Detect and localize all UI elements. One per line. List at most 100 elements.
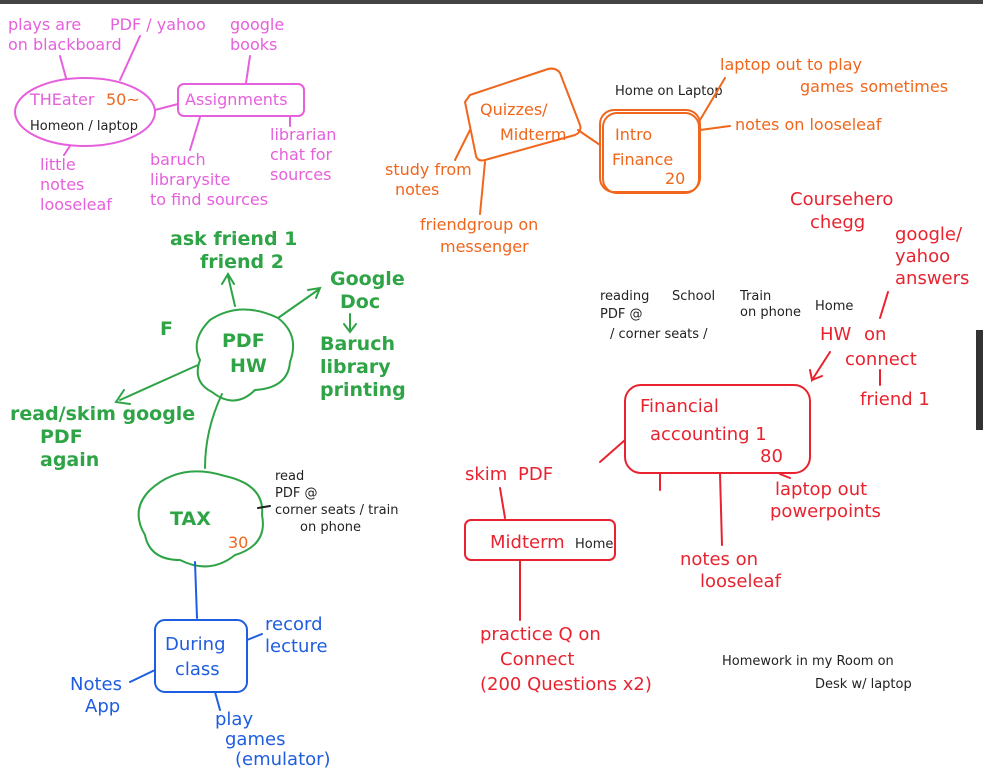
pdf-hw-branch-printing: printing [320, 379, 406, 401]
midterm-location: Home [575, 537, 613, 552]
assignments-branch-librarysite: librarysite [150, 170, 230, 189]
pdf-hw-branch-pdf: PDF [40, 426, 83, 448]
tax-note-pdf: PDF @ [275, 486, 317, 501]
tax-count: 30 [228, 533, 248, 552]
tax-node-outline [137, 470, 264, 568]
intro-finance-cluster: Intro Finance 20 Home on Laptop laptop o… [599, 55, 948, 194]
during-class-label-1: During [165, 634, 226, 655]
financial-accounting-label-1: Financial [640, 396, 719, 417]
tax-note-read: read [275, 469, 304, 484]
during-class-branch-record: record [265, 614, 323, 635]
pdf-hw-branch-again: again [40, 449, 99, 471]
tax-note-connector [257, 505, 271, 509]
tax-note-phone: on phone [300, 520, 361, 535]
tax-to-class-connector [194, 561, 198, 619]
during-class-branch-games: games [225, 729, 285, 750]
pdf-hw-label-hw: HW [230, 355, 267, 377]
tax-note-corner-seats: corner seats / train [275, 503, 398, 518]
footnote-line-2: Desk w/ laptop [815, 677, 912, 692]
theater-connectors [59, 35, 179, 156]
theater-location-home: Home [30, 119, 68, 134]
reading-note-3: School [672, 289, 715, 304]
quizzes-branch-messenger: messenger [440, 237, 529, 256]
assignments-branch-find-sources: to find sources [150, 190, 268, 209]
reading-note-6: on phone [740, 305, 801, 320]
pdf-hw-branch-library: library [320, 356, 391, 378]
intro-finance-branch-notes: notes on looseleaf [735, 115, 882, 134]
pdf-hw-branch-baruch: Baruch [320, 333, 395, 355]
reading-note-4: / corner seats / [610, 327, 708, 342]
financial-accounting-cluster: Financial accounting 1 80 reading PDF @ … [599, 189, 969, 592]
hw-branch-friend: friend 1 [860, 389, 930, 410]
hw-branch-connect: connect [845, 349, 917, 370]
intro-finance-label-2: Finance [612, 150, 673, 169]
during-class-branch-app: App [85, 696, 120, 717]
footnote: Homework in my Room on Desk w/ laptop [722, 654, 912, 692]
midterm-node-outline [464, 519, 616, 561]
assignments-connectors [189, 55, 291, 151]
intro-finance-connectors [699, 77, 731, 131]
financial-accounting-count: 80 [760, 446, 783, 467]
financial-accounting-node-outline [624, 384, 811, 474]
assignments-branch-librarian: librarian [270, 125, 336, 144]
intro-finance-branch-sometimes: sometimes [860, 77, 948, 96]
quizzes-cluster: Quizzes/ Midterm study from notes friend… [385, 67, 601, 256]
midterm-label: Midterm [490, 532, 565, 553]
pdf-hw-branch-google: Google [330, 268, 405, 290]
pdf-hw-branch-doc: Doc [340, 291, 380, 313]
intro-finance-label-1: Intro [615, 125, 652, 144]
during-class-branch-lecture: lecture [265, 636, 328, 657]
assignments-branch-chat: chat for [270, 145, 333, 164]
during-class-cluster: During class record lecture Notes App pl… [70, 614, 331, 770]
assignments-branch-books: books [230, 35, 277, 54]
pdf-hw-arrows [114, 272, 357, 405]
assignments-cluster: Assignments google books librarian chat … [150, 15, 336, 209]
financial-accounting-connectors [599, 291, 889, 546]
theater-branch-notes: notes [40, 175, 84, 194]
theater-branch-little: little [40, 155, 76, 174]
quizzes-label-1: Quizzes/ [480, 100, 548, 119]
assignments-node-outline [177, 83, 305, 117]
midterm-branch-practice: practice Q on [480, 624, 601, 645]
theater-branch-blackboard: on blackboard [8, 35, 122, 54]
hw-branch-yahoo: yahoo [895, 246, 950, 267]
midterm-branch-connect: Connect [500, 649, 574, 670]
theater-location-laptop: on / laptop [68, 119, 138, 134]
hw-branch-chegg: chegg [810, 212, 865, 233]
during-class-branch-play: play [215, 709, 253, 730]
during-class-connectors [129, 633, 263, 711]
theater-branch-looseleaf: looseleaf [40, 195, 112, 214]
pdf-hw-branch-friend2: friend 2 [200, 251, 284, 273]
intro-finance-location: Home on Laptop [615, 84, 723, 99]
pdf-hw-branch-ask-friend: ask friend 1 [170, 228, 297, 250]
quizzes-branch-notes: notes [395, 180, 439, 199]
pdf-hw-to-tax-connector [204, 393, 223, 469]
hw-branch-on: on [864, 324, 886, 345]
during-class-node-outline [154, 619, 248, 693]
tax-label: TAX [170, 508, 211, 530]
hw-branch-google: google/ [895, 224, 963, 245]
footnote-line-1: Homework in my Room on [722, 654, 894, 669]
quizzes-label-2: Midterm [500, 125, 566, 144]
assignments-branch-baruch: baruch [150, 150, 206, 169]
midterm-connectors [499, 487, 521, 621]
tax-cluster: TAX 30 read PDF @ corner seats / train o… [137, 469, 398, 619]
pdf-hw-branch-f: F [160, 318, 173, 340]
midterm-branch-questions: (200 Questions x2) [480, 674, 652, 695]
during-class-branch-notes: Notes [70, 674, 122, 695]
quizzes-branch-friendgroup: friendgroup on [420, 215, 538, 234]
theater-count: 50~ [106, 90, 140, 109]
branch-laptop-out: laptop out [775, 479, 867, 500]
theater-cluster: THEater 50~ Home on / laptop plays are o… [8, 15, 206, 214]
theater-branch-plays: plays are [8, 15, 81, 34]
hw-branch-hw: HW [820, 324, 852, 345]
reading-note-1: reading [600, 289, 649, 304]
intro-finance-count: 20 [665, 169, 685, 188]
intro-finance-node-outline-2 [602, 112, 700, 194]
pdf-hw-branch-read-skim: read/skim google [10, 403, 195, 425]
during-class-branch-emulator: (emulator) [235, 749, 331, 770]
midterm-branch-skim: skim [465, 464, 507, 485]
pdf-hw-label-pdf: PDF [222, 330, 265, 352]
intro-finance-branch-laptop: laptop out to play [720, 55, 862, 74]
